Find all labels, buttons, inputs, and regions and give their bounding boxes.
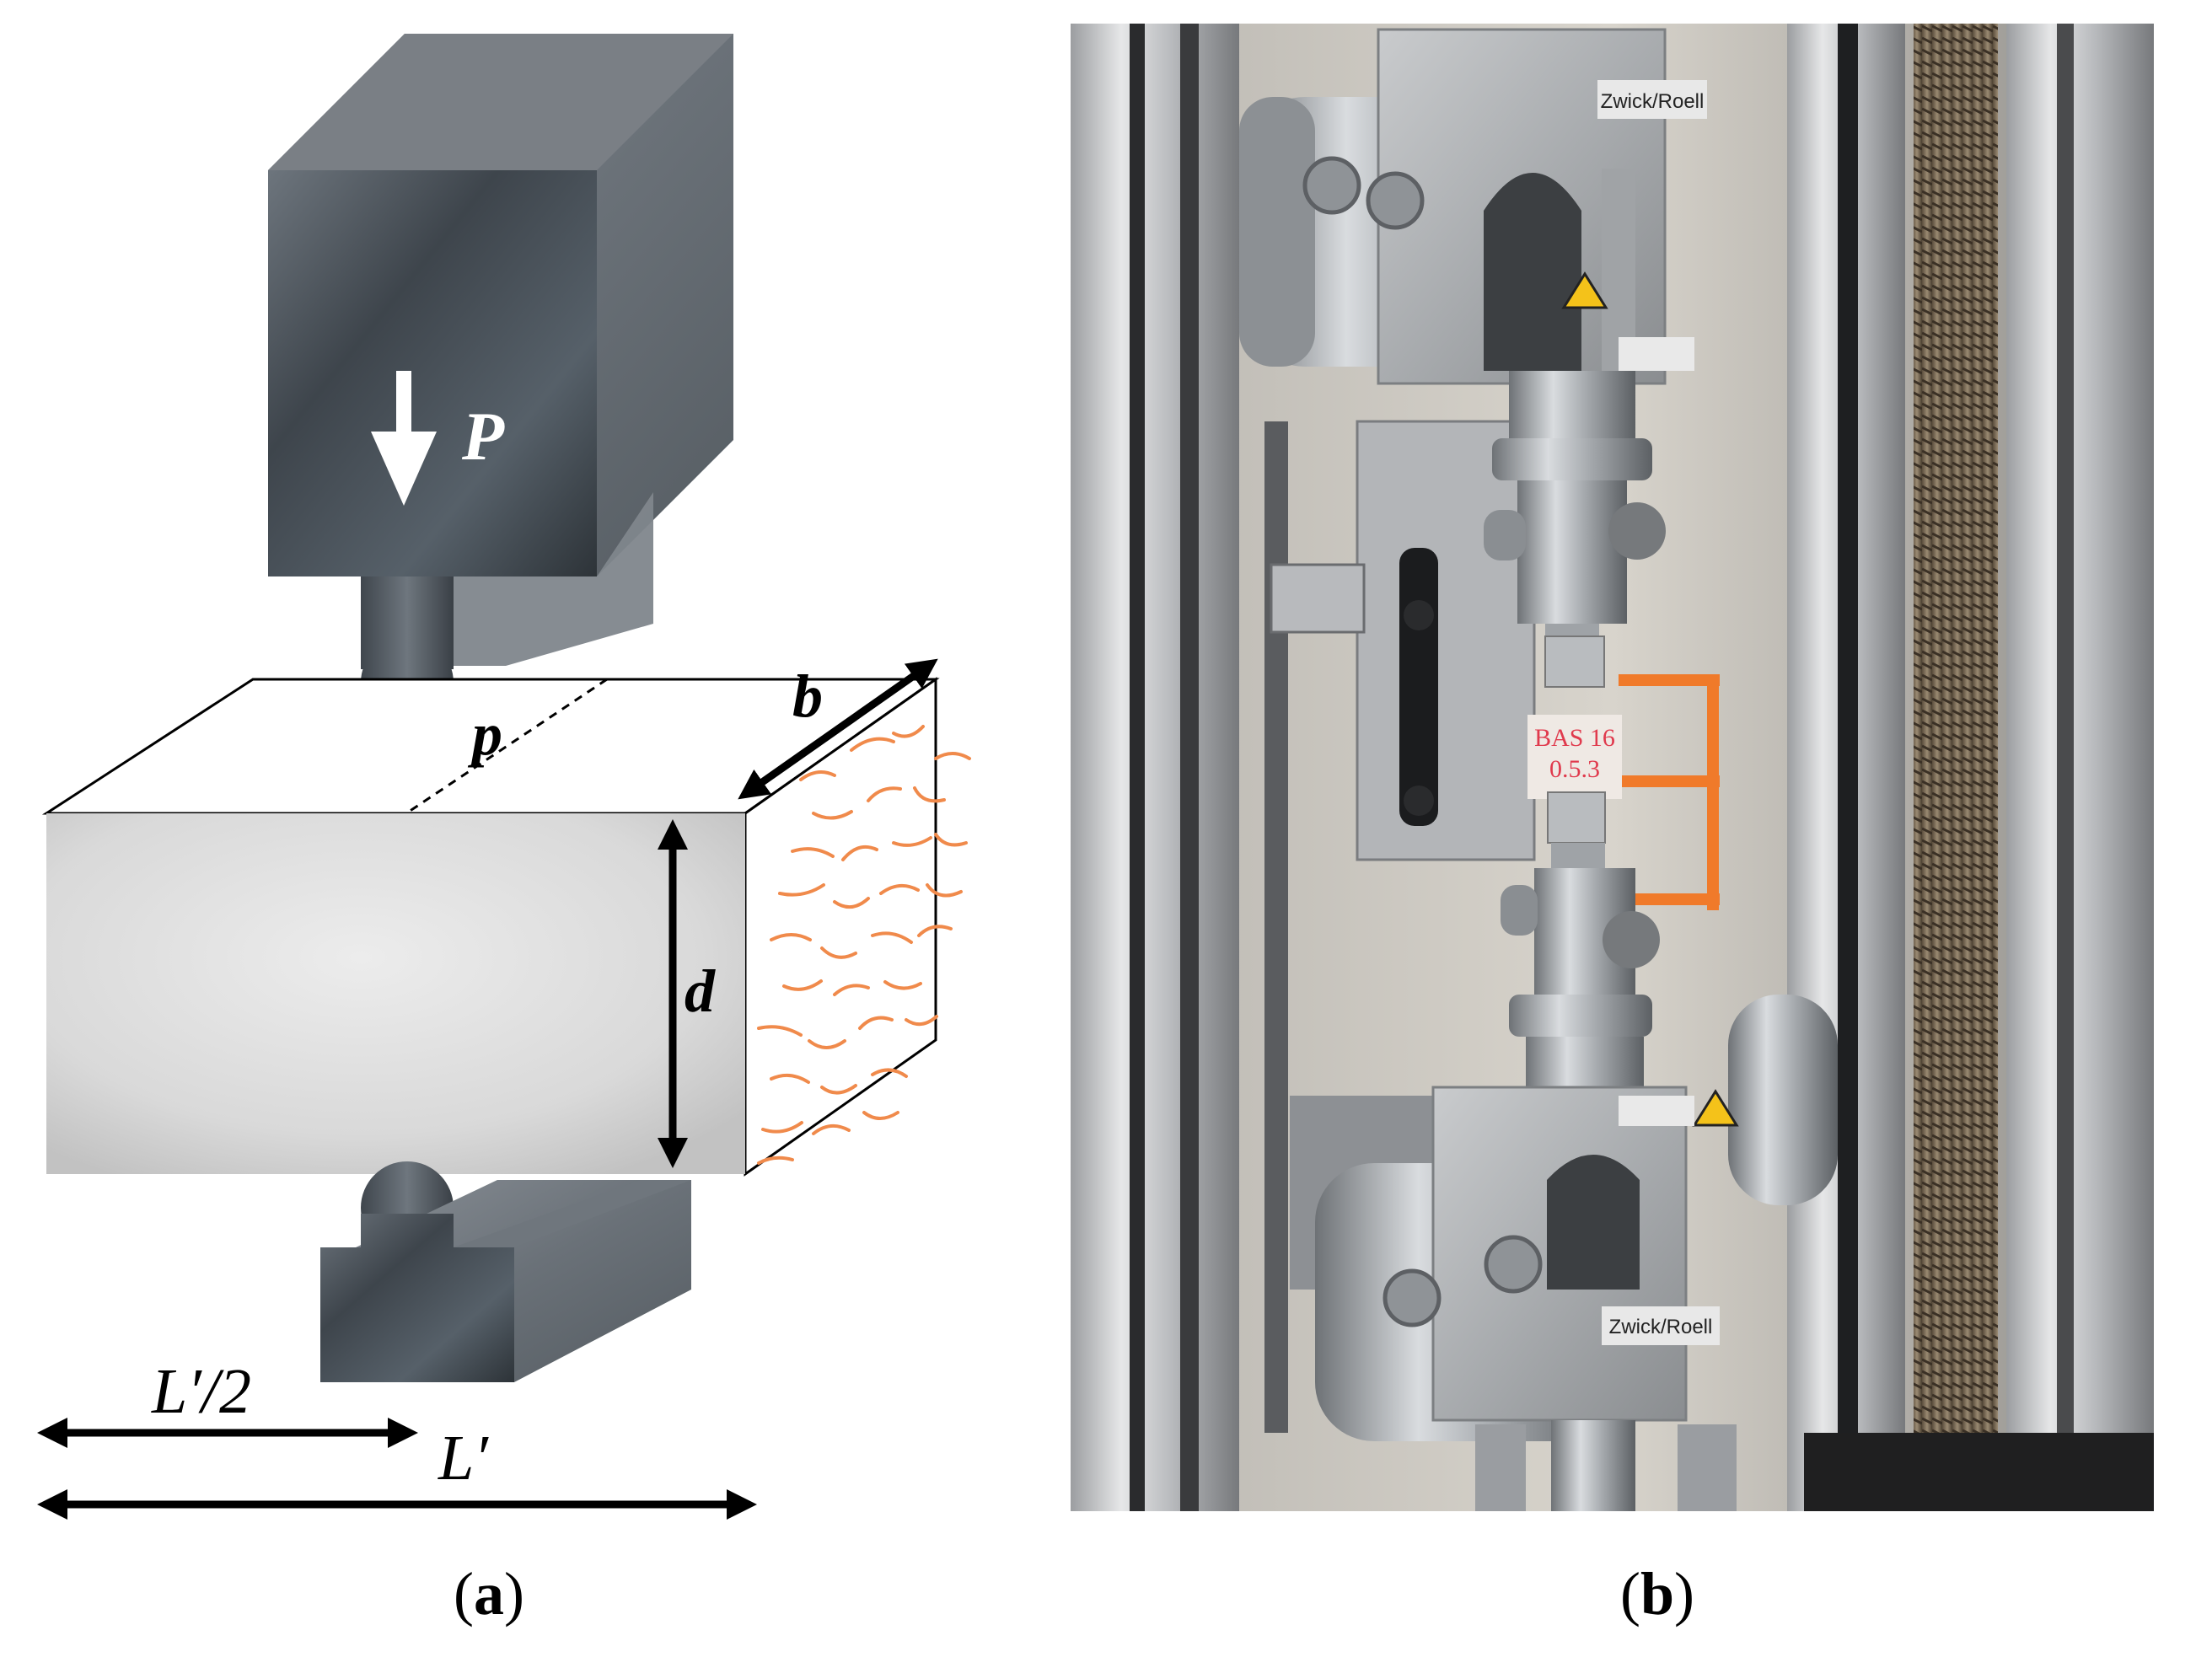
width-label: b xyxy=(792,662,823,730)
upper-grip: Zwick/Roell xyxy=(1239,28,1707,388)
beam-specimen xyxy=(41,677,940,1177)
brand-lower: Zwick/Roell xyxy=(1609,1316,1713,1338)
specimen: BAS 16 0.5.3 xyxy=(1527,715,1622,799)
specimen-label-1: BAS 16 xyxy=(1534,724,1615,752)
brand-upper: Zwick/Roell xyxy=(1601,90,1705,113)
load-train xyxy=(1484,371,1666,688)
upper-loading-block xyxy=(268,34,733,729)
specimen-label-2: 0.5.3 xyxy=(1549,755,1600,783)
lead-screw xyxy=(1914,24,1998,1456)
left-frame-column xyxy=(1071,24,1239,1511)
width-arrow xyxy=(738,658,938,800)
load-label: P xyxy=(461,398,505,475)
lower-load-train xyxy=(1501,791,1660,1096)
depth-label: d xyxy=(685,957,716,1025)
extensometer xyxy=(1270,420,1536,861)
lower-grip: Zwick/Roell xyxy=(1290,995,2154,1511)
caption-a: (a) xyxy=(454,1560,524,1628)
caption-b: (b) xyxy=(1620,1560,1694,1628)
load-arrow xyxy=(371,371,437,506)
orange-shelf xyxy=(1619,674,1720,910)
lower-support xyxy=(320,1161,691,1382)
half-span-label: L′/2 xyxy=(151,1356,251,1427)
panel-a-diagram: P xyxy=(37,34,971,1520)
panel-b-photo: Zwick/Roell BAS 16 0.5.3 xyxy=(1071,24,2154,1511)
beam-front-face xyxy=(46,813,745,1174)
span-label: L′ xyxy=(438,1423,489,1493)
load-point-label: p xyxy=(467,700,502,768)
load-line xyxy=(405,678,608,815)
